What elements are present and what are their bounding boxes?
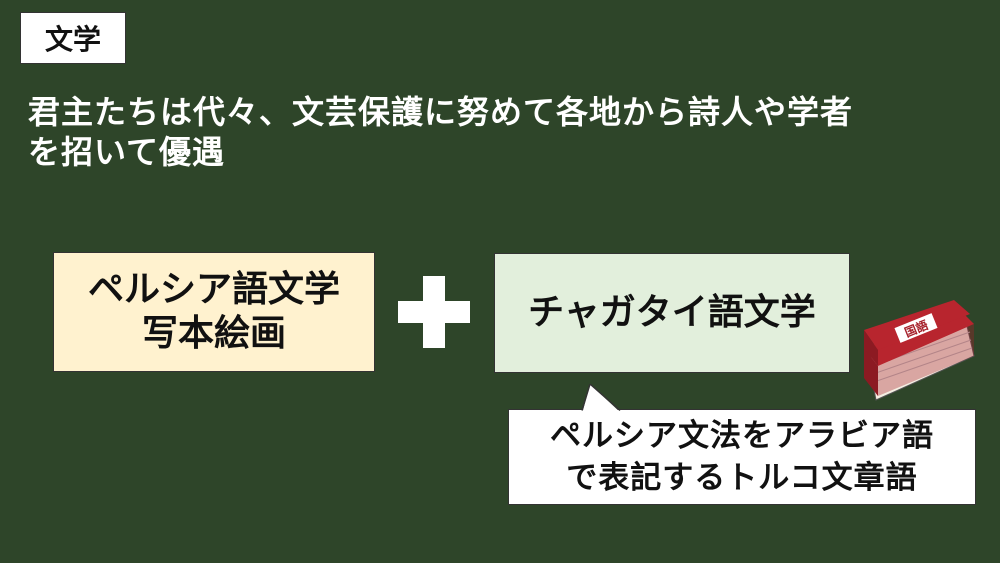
callout-pointer [581, 384, 622, 414]
dictionary-book-icon: 国語 [864, 300, 975, 401]
plus-icon [398, 276, 470, 348]
lead-line-1: 君主たちは代々、文芸保護に努めて各地から詩人や学者 [28, 93, 854, 131]
callout-line-1: ペルシア文法をアラビア語 [550, 418, 934, 454]
section-tag-label: 文学 [44, 23, 101, 56]
persian-literature-line-2: 写本絵画 [141, 313, 286, 354]
persian-literature-line-1: ペルシア語文学 [87, 269, 340, 310]
callout-line-2: で表記するトルコ文章語 [566, 460, 918, 496]
section-tag: 文学 [20, 12, 126, 64]
chagatai-literature-box: チャガタイ語文学 [494, 253, 850, 373]
lead-line-2: を招いて優遇 [28, 133, 226, 171]
lead-text: 君主たちは代々、文芸保護に努めて各地から詩人や学者 を招いて優遇 [28, 92, 978, 172]
speech-callout: ペルシア文法をアラビア語 で表記するトルコ文章語 [508, 409, 976, 505]
chagatai-literature-label: チャガタイ語文学 [528, 292, 816, 333]
persian-literature-box: ペルシア語文学 写本絵画 [53, 252, 375, 372]
